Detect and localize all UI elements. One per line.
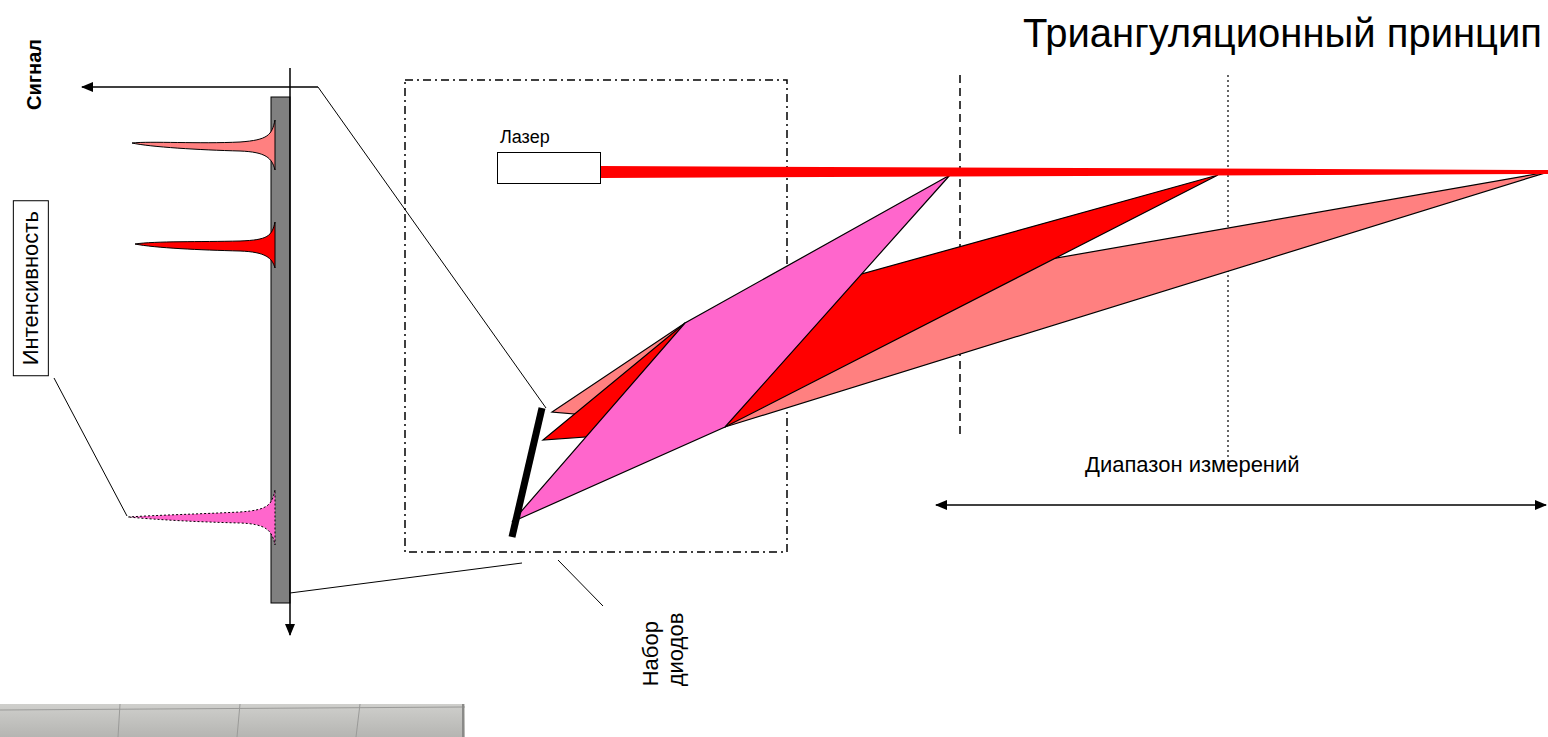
signal-axis [82, 86, 318, 88]
laser-body [497, 152, 601, 184]
position-axis [289, 68, 291, 635]
signal-peak-mid [135, 222, 275, 268]
node-text: Интенсивность [18, 211, 44, 365]
diode-array [512, 408, 542, 537]
projection-line [290, 563, 522, 593]
range-label: Диапазон измерений [1085, 452, 1300, 477]
leader-line [54, 378, 127, 516]
reflected-beam-near [512, 175, 950, 522]
diagram-title: Триангуляционный принцип [1023, 10, 1542, 56]
laser-unit: Лазер [497, 128, 601, 184]
signal-peak-near [128, 490, 275, 545]
laser-beam [601, 166, 1548, 178]
signal-peak-far [132, 120, 275, 170]
photo-fragment [0, 704, 465, 737]
label-box: Интенсивность [13, 200, 49, 376]
node-text: Лазер [500, 128, 601, 148]
part-label: Набор диодов [638, 606, 689, 686]
leader-line [558, 560, 603, 606]
range-arrow [936, 504, 1546, 506]
axis-label: Сигнал [23, 39, 46, 110]
